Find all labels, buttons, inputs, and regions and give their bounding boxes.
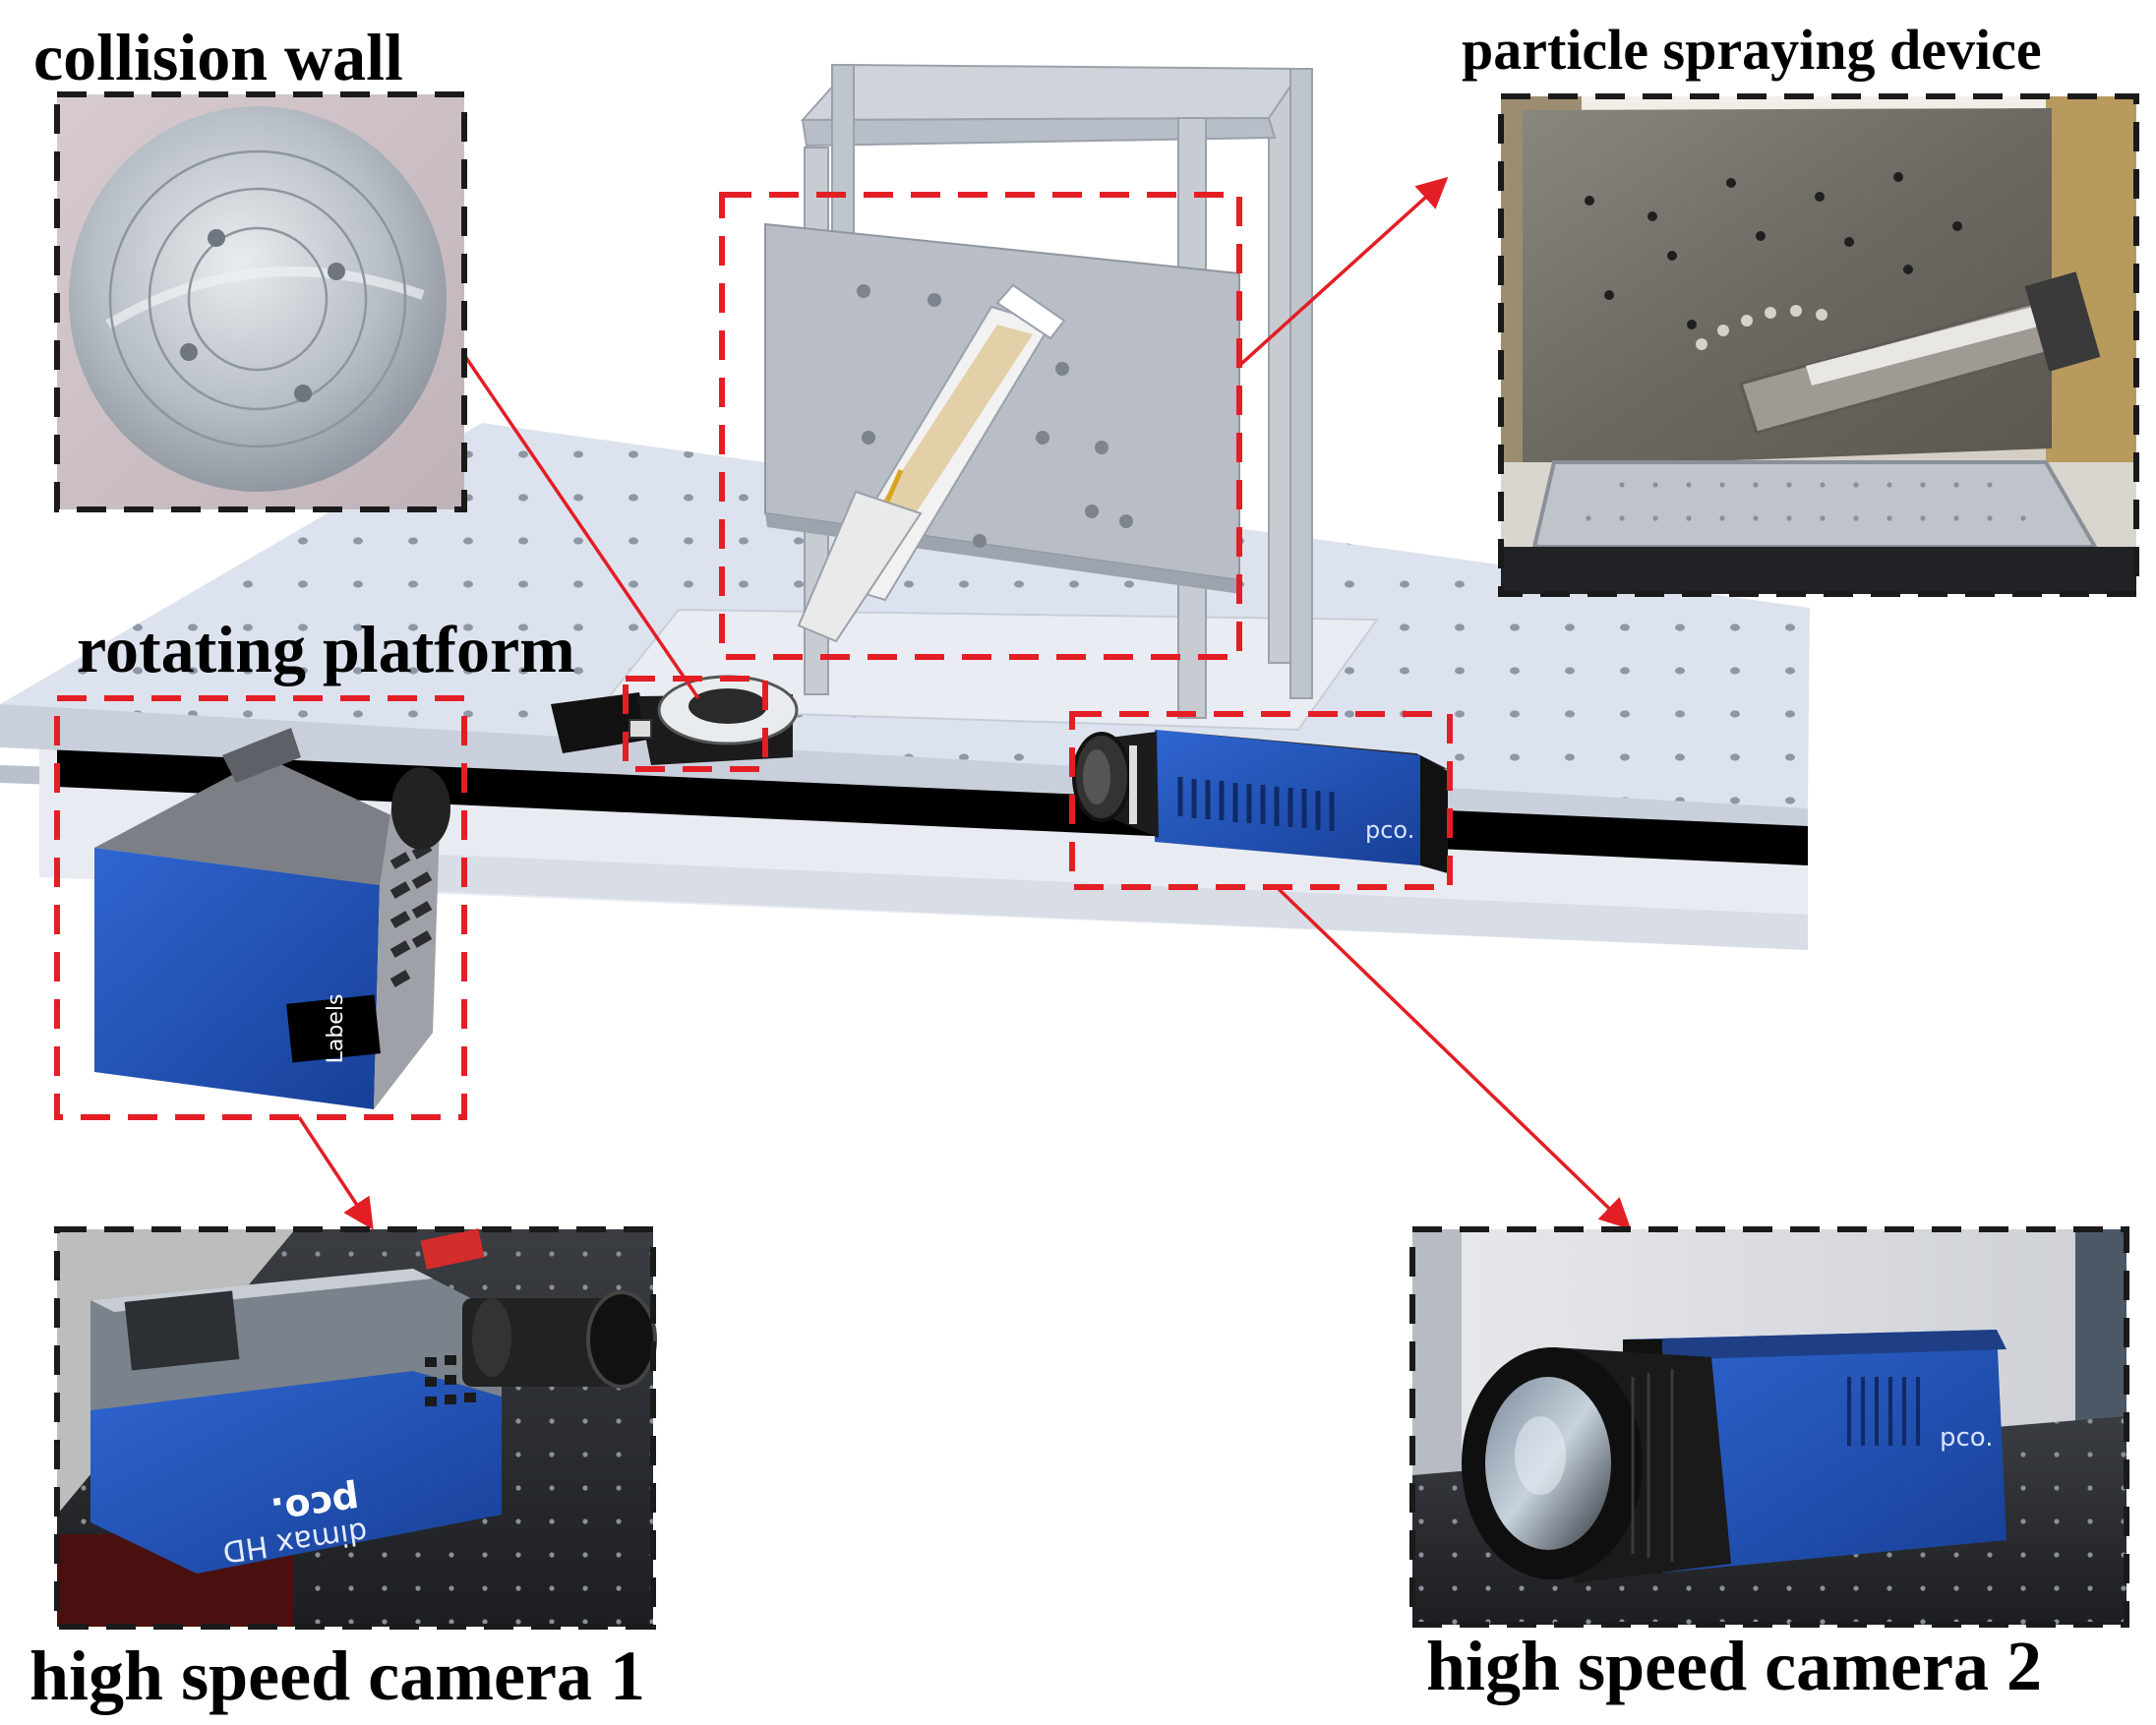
camera1-model: Labels — [94, 728, 450, 1109]
spray-device-callout-arrow — [1239, 176, 1449, 366]
camera1-highlight — [54, 695, 467, 1120]
collision-wall-label: collision wall — [33, 20, 403, 94]
camera2-highlight — [1069, 711, 1453, 890]
collision-wall-photo — [54, 91, 467, 512]
camera2-brand: pco. — [1365, 816, 1414, 844]
launch-tube — [797, 283, 1066, 643]
high-speed-camera-2-photo: pco. — [1409, 1226, 2129, 1628]
high-speed-camera-2-label: high speed camera 2 — [1426, 1627, 2042, 1705]
camera1-callout-arrow — [297, 1116, 374, 1230]
camera1-side-label: Labels — [324, 994, 348, 1064]
rotating-platform-label: rotating platform — [77, 612, 575, 686]
high-speed-camera-1-label: high speed camera 1 — [30, 1636, 645, 1715]
photo2-brand: pco. — [1940, 1423, 1994, 1453]
collision-wall-callout-line — [460, 351, 700, 699]
spray-device-highlight — [719, 192, 1242, 660]
particle-spraying-device-label: particle spraying device — [1462, 18, 2042, 82]
spray-plate — [764, 222, 1241, 643]
particle-spraying-device-photo — [1498, 93, 2139, 597]
high-speed-camera-1-photo: pco. dimax HD — [54, 1226, 657, 1630]
camera2-callout-arrow — [1277, 887, 1632, 1230]
rotating-platform-highlight — [623, 676, 768, 772]
